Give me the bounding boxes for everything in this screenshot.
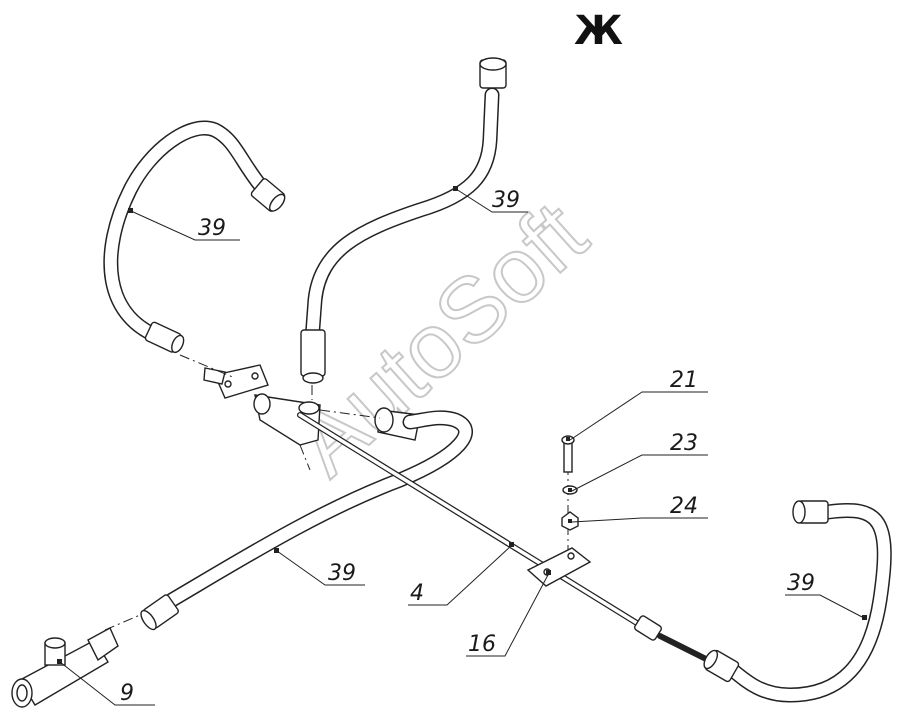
marker-dots (57, 186, 867, 664)
callout-9: 9 (120, 681, 134, 706)
callout-21: 21 (670, 368, 698, 393)
leader-lines (59, 188, 865, 706)
view-letter: Ж (574, 8, 623, 54)
valve-9 (11, 627, 119, 708)
hose-39-upper-center (300, 57, 507, 384)
callout-4: 4 (410, 581, 424, 606)
hose-39-right (703, 500, 892, 703)
callout-24: 24 (670, 494, 698, 519)
callout-39-upper-left: 39 (198, 216, 226, 241)
callout-39-upper-center: 39 (492, 188, 520, 213)
tube-4 (297, 412, 715, 665)
bracket-16 (526, 547, 592, 587)
callout-23: 23 (670, 431, 698, 456)
tee-junction (253, 393, 421, 446)
fastener-stack (561, 435, 579, 531)
callout-39-right: 39 (787, 571, 815, 596)
hose-39-upper-left (103, 120, 286, 354)
callout-39-lower-left: 39 (328, 561, 356, 586)
bracket-upper (203, 364, 269, 399)
hose-39-lower-left (140, 410, 473, 631)
callout-16: 16 (468, 632, 496, 657)
